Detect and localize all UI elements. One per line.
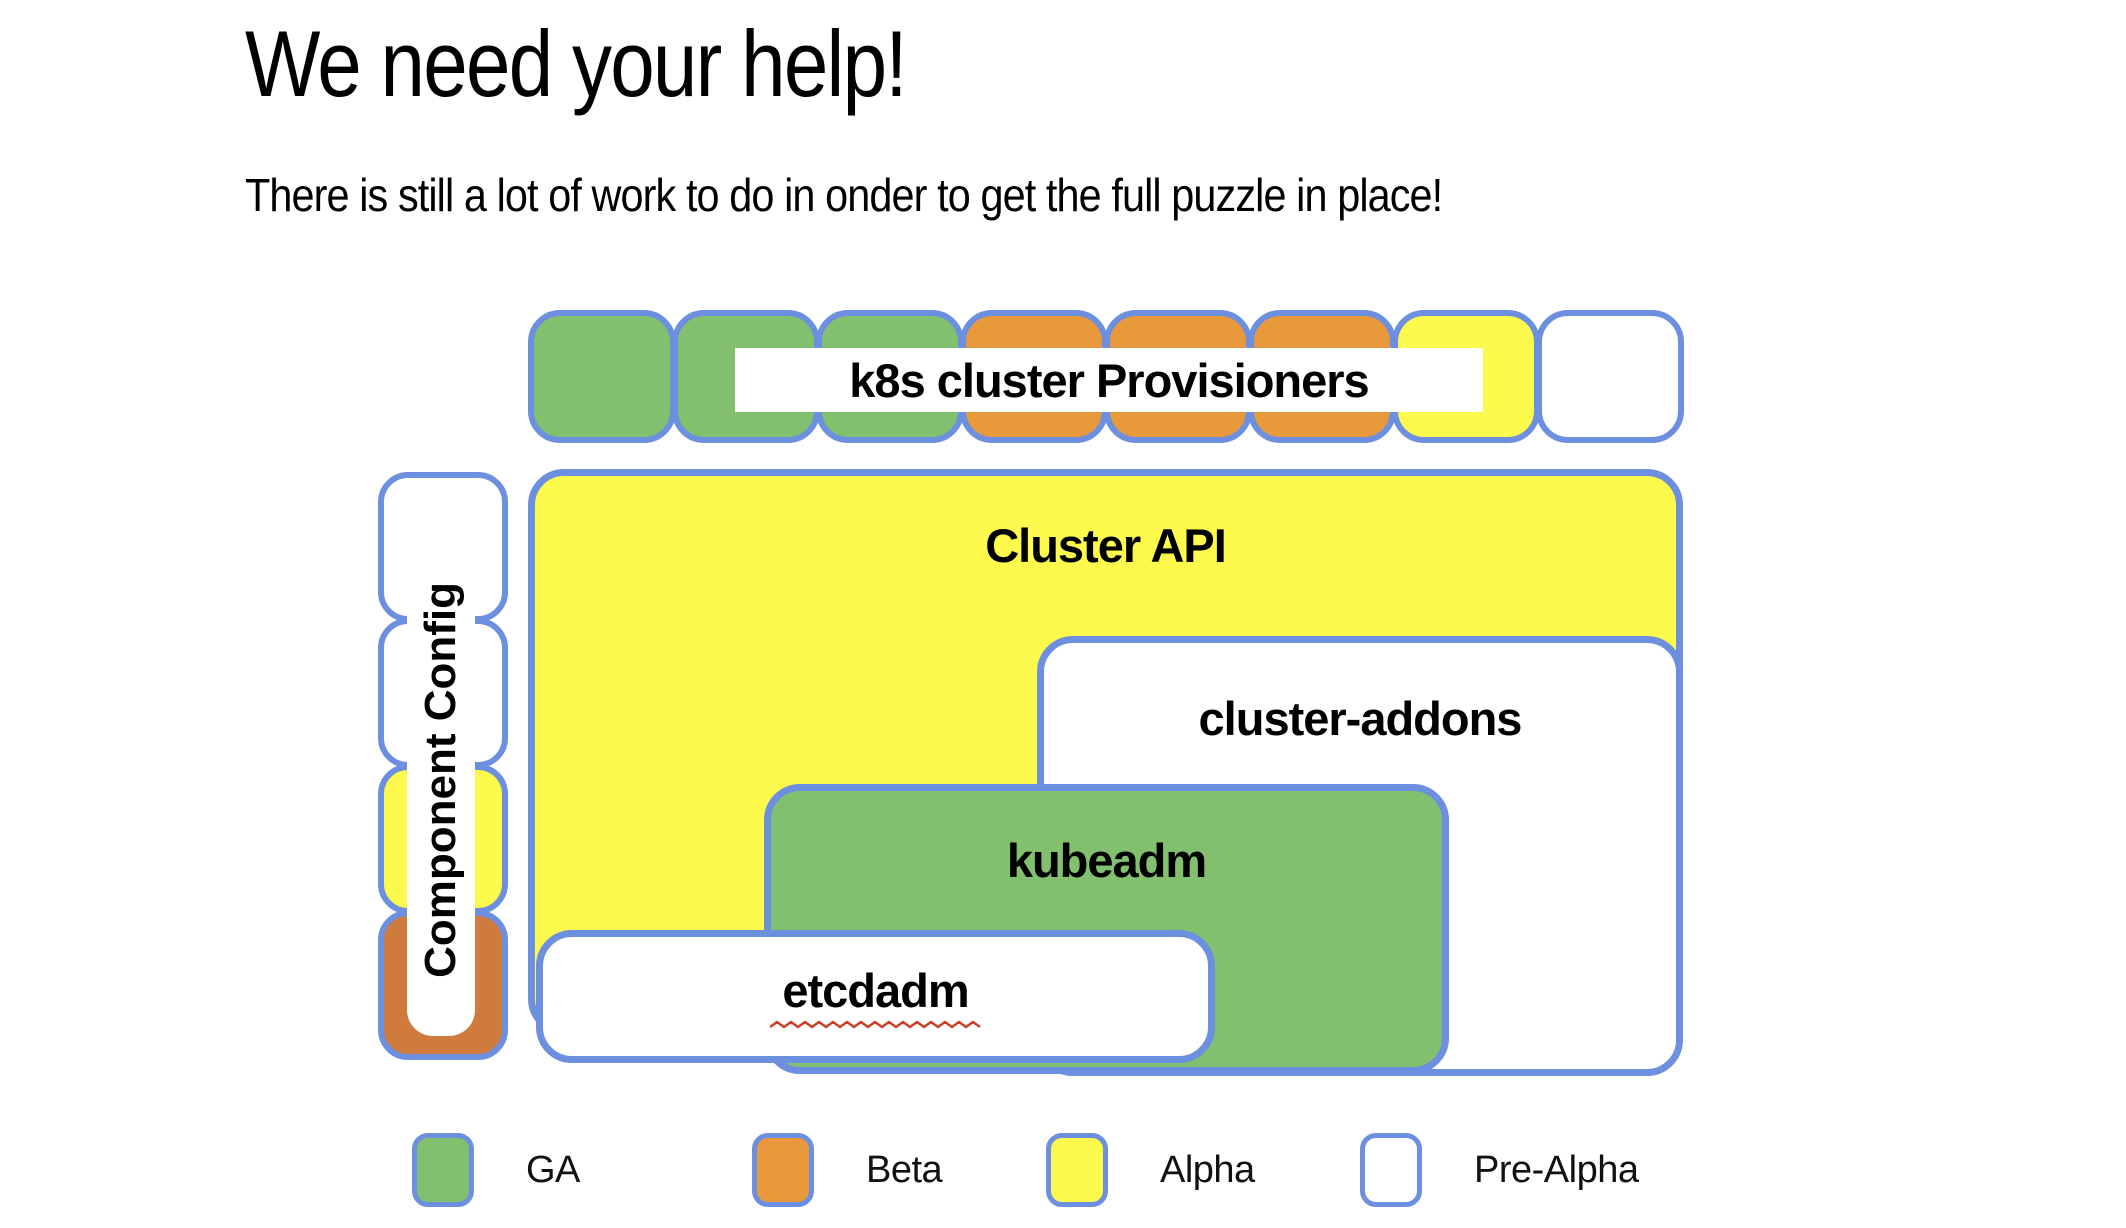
spellcheck-underline xyxy=(769,1020,981,1029)
legend-swatch-ga xyxy=(412,1133,474,1207)
slide-subtitle: There is still a lot of work to do in on… xyxy=(245,169,1443,221)
legend-item-beta: Beta xyxy=(752,1133,943,1207)
legend-swatch-beta xyxy=(752,1133,814,1207)
provisioners-label: k8s cluster Provisioners xyxy=(735,348,1483,412)
legend-swatch-alpha xyxy=(1046,1133,1108,1207)
puzzle-piece xyxy=(528,310,676,443)
component-config-label-text: Component Config xyxy=(416,582,465,978)
legend-label-pre-alpha: Pre-Alpha xyxy=(1474,1148,1639,1191)
cluster-addons-label: cluster-addons xyxy=(1198,692,1523,745)
cluster-api-label: Cluster API xyxy=(985,519,1227,572)
legend-item-ga: GA xyxy=(412,1133,580,1207)
slide-title: We need your help! xyxy=(245,11,908,116)
legend-label-ga: GA xyxy=(526,1148,580,1191)
etcdadm-label: etcdadm xyxy=(782,964,969,1017)
kubeadm-label: kubeadm xyxy=(1006,834,1207,887)
legend-label-beta: Beta xyxy=(866,1148,943,1191)
legend-label-alpha: Alpha xyxy=(1160,1148,1255,1191)
legend-swatch-pre-alpha xyxy=(1360,1133,1422,1207)
legend-item-pre-alpha: Pre-Alpha xyxy=(1360,1133,1639,1207)
puzzle-piece xyxy=(1536,310,1684,443)
etcdadm-box: etcdadm xyxy=(536,930,1215,1063)
legend-item-alpha: Alpha xyxy=(1046,1133,1255,1207)
component-config-label: Component Config xyxy=(407,524,475,1036)
